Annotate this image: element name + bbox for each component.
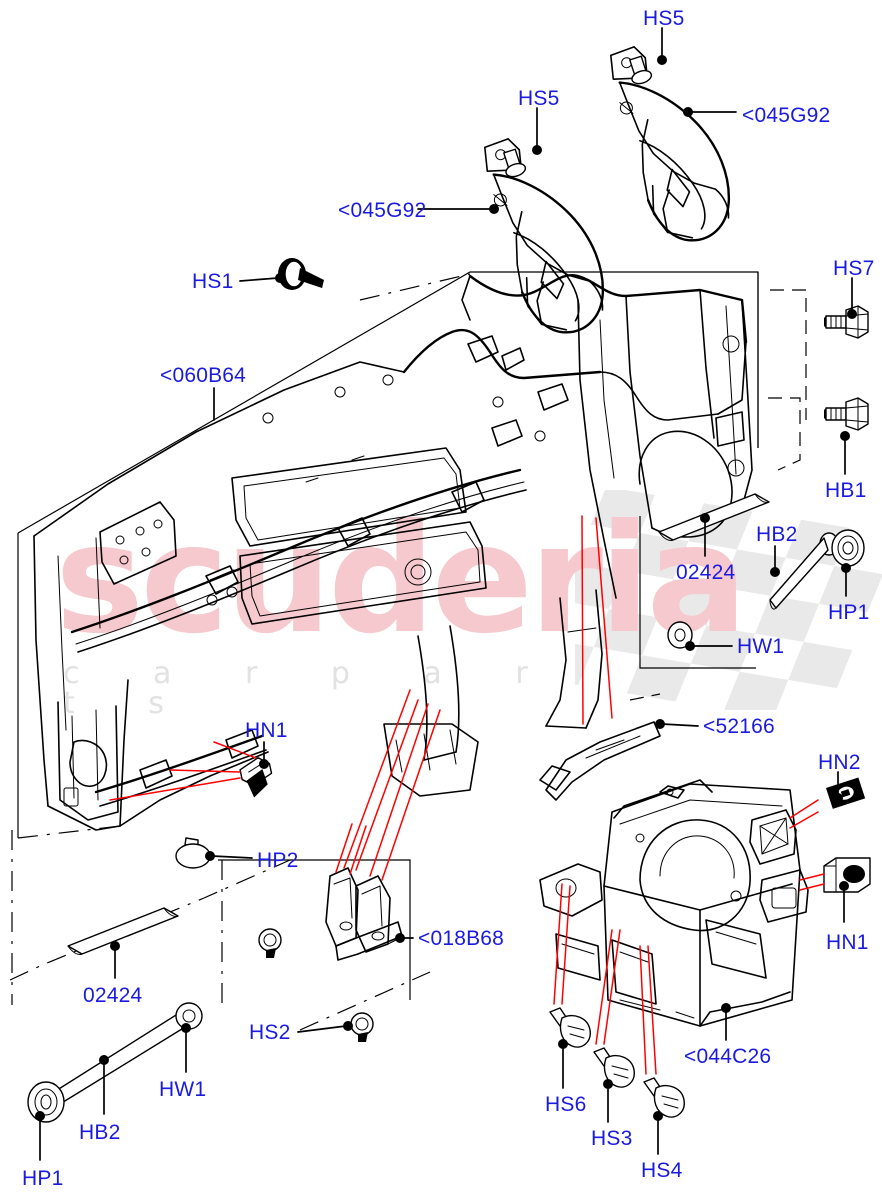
- hw1-washer-left: [175, 1002, 203, 1030]
- callout-hn1-right: HN1: [826, 931, 869, 954]
- callout-52166: <52166: [703, 715, 775, 738]
- hp1-washer-left: [27, 1081, 65, 1123]
- callout-02424-right: 02424: [676, 561, 736, 584]
- callout-hb2-left: HB2: [79, 1121, 121, 1144]
- hs5-clip-right: [629, 55, 653, 85]
- hw1-washer-right: [667, 621, 693, 649]
- callout-hs7: HS7: [833, 257, 875, 280]
- callout-hw1-right: HW1: [737, 635, 785, 658]
- callout-hs1: HS1: [192, 270, 234, 293]
- phantom-line-hs1: [359, 273, 471, 301]
- hs1-screw: [278, 258, 324, 290]
- callout-hs3: HS3: [591, 1127, 633, 1150]
- callout-hb2-right: HB2: [756, 523, 798, 546]
- hs2-screw-a: [258, 928, 282, 958]
- phantom-line-hs7: [770, 289, 807, 420]
- cross-car-beam-assembly: [17, 271, 759, 838]
- phantom-line-tube-left: [9, 859, 291, 981]
- callout-hn2: HN2: [818, 751, 861, 774]
- assembly-indicator-lines: [109, 515, 825, 1075]
- callout-hs6: HS6: [545, 1093, 587, 1116]
- hp1-washer-right: [831, 529, 865, 567]
- callout-02424-left: 02424: [83, 984, 143, 1007]
- hb1-bolt: [823, 397, 869, 431]
- side-bracket-right: [608, 37, 735, 249]
- callout-060b64: <060B64: [160, 364, 247, 387]
- hn1-nut-clip-right: [823, 857, 871, 893]
- callout-hw1-left: HW1: [159, 1078, 207, 1101]
- callout-045g92-right: <045G92: [742, 104, 831, 127]
- leader-lines: [35, 27, 857, 1161]
- callout-045g92-left: <045G92: [338, 199, 427, 222]
- centre-support-bracket-018b68: [325, 867, 403, 961]
- hs4-screw: [643, 1077, 685, 1118]
- callout-018b68: <018B68: [418, 927, 505, 950]
- hs2-screw-b: [350, 1012, 374, 1042]
- hs5-clip-left: [503, 148, 527, 178]
- side-bracket-left: [482, 129, 609, 341]
- callout-hs4: HS4: [641, 1159, 683, 1182]
- spacer-tube-left: [67, 907, 179, 956]
- callout-hb1: HB1: [825, 479, 867, 502]
- hn2-nut-clip: [826, 777, 866, 809]
- reinforcement-strip-52166: [539, 721, 661, 801]
- hs6-screw: [549, 1007, 591, 1048]
- callout-hs5-mid: HS5: [518, 87, 560, 110]
- hp2-plug: [175, 837, 211, 869]
- callout-hp2: HP2: [257, 849, 299, 872]
- callout-hp1-right: HP1: [828, 601, 870, 624]
- callout-hs2: HS2: [249, 1021, 291, 1044]
- phantom-line-hb1: [768, 397, 801, 471]
- callout-hs5-top-right: HS5: [643, 7, 685, 30]
- spacer-tube-right: [658, 493, 770, 542]
- callout-hn1-left: HN1: [245, 719, 288, 742]
- hs3-screw: [593, 1047, 635, 1088]
- hs7-bolt: [823, 305, 869, 339]
- callout-044c26: <044C26: [684, 1045, 772, 1068]
- hvac-housing-044c26: [539, 779, 809, 1027]
- callout-hp1-left: HP1: [22, 1167, 64, 1190]
